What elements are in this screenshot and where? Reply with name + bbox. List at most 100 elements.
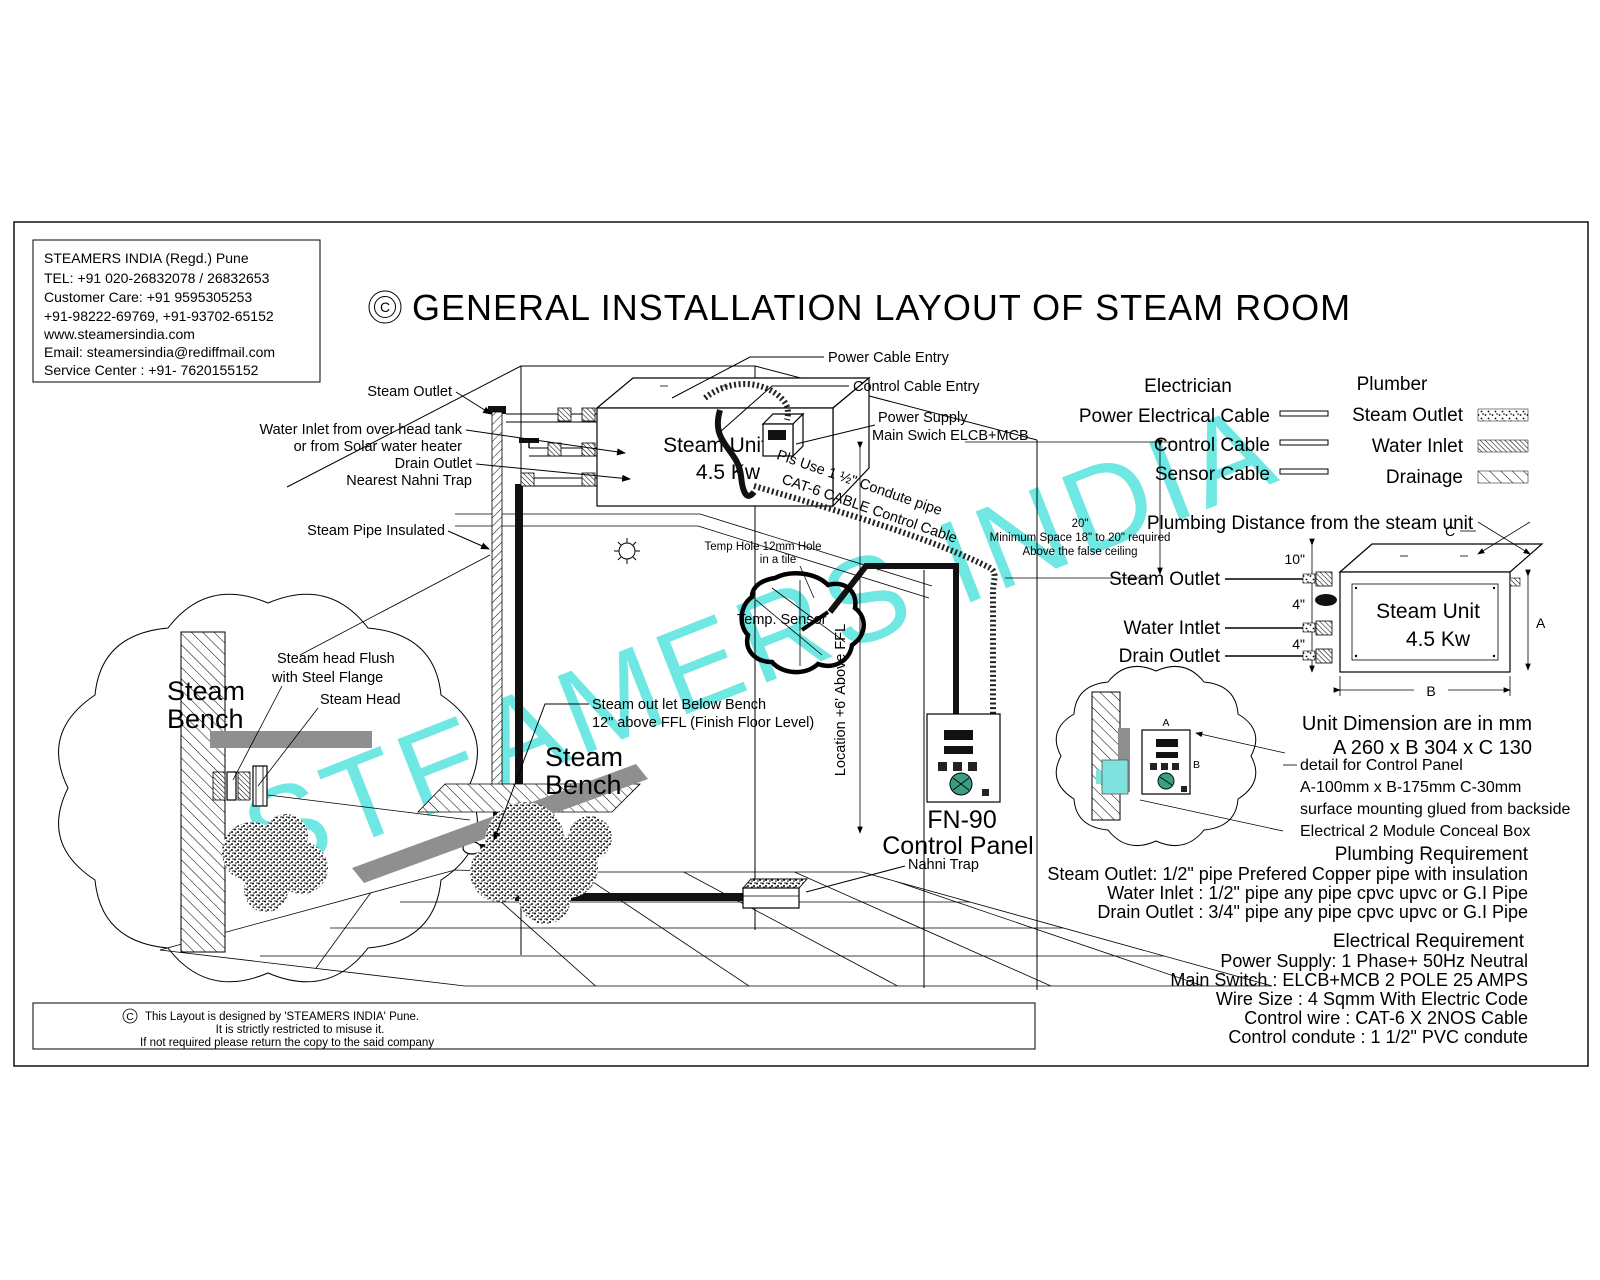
nahni-trap-fitting <box>741 878 809 909</box>
panel-dim-b: B <box>1193 759 1200 771</box>
page-title: GENERAL INSTALLATION LAYOUT OF STEAM ROO… <box>412 287 1351 328</box>
footer-line: If not required please return the copy t… <box>140 1037 434 1049</box>
detail-bubble-outlines <box>58 593 1257 983</box>
label-nahni-trap: Nahni Trap <box>908 857 979 873</box>
copyright-icon: C <box>380 299 390 315</box>
label-bubble-bench-1: Steam <box>167 676 245 706</box>
label-head-flush-2: with Steel Flange <box>271 670 383 686</box>
panel-detail-1: detail for Control Panel <box>1300 757 1463 774</box>
dim-c: C <box>1445 523 1455 539</box>
plumbing-req-line: Water Inlet : 1/2" pipe any pipe cpvc up… <box>1107 883 1528 903</box>
dim-4a: 4" <box>1292 596 1305 612</box>
plumbing-req-line: Drain Outlet : 3/4" pipe any pipe cpvc u… <box>1097 902 1528 922</box>
dim-4b: 4" <box>1292 636 1305 652</box>
label-drain-outlet-1: Drain Outlet <box>395 456 472 472</box>
electrical-req-title: Electrical Requirement <box>1333 931 1525 952</box>
label-panel-model: FN-90 <box>927 806 996 834</box>
label-location-ffl: Location +6' Above FFL <box>833 624 849 776</box>
plumbing-req-title: Plumbing Requirement <box>1335 844 1529 865</box>
power-cable <box>703 381 791 421</box>
dim-a: A <box>1536 615 1546 631</box>
legend-row: Control Cable <box>1154 435 1270 456</box>
plumbing-requirement: Plumbing Requirement Steam Outlet: 1/2" … <box>1047 844 1528 922</box>
panel-detail-3: surface mounting glued from backside <box>1300 801 1570 818</box>
electrical-req-line: Power Supply: 1 Phase+ 50Hz Neutral <box>1220 951 1528 971</box>
panel-dim-a: A <box>1162 717 1169 729</box>
label-temp-sensor: Temp. Sensor <box>737 612 827 628</box>
legend-plumber-title: Plumber <box>1357 374 1428 395</box>
detail-unit-power: 4.5 Kw <box>1406 628 1471 651</box>
unit-dims-note: Unit Dimension are in mm <box>1302 713 1532 735</box>
footer-line: This Layout is designed by 'STEAMERS IND… <box>145 1011 419 1023</box>
label-power-cable-entry: Power Cable Entry <box>828 350 950 366</box>
legend-row: Drainage <box>1386 467 1463 488</box>
label-panel-name: Control Panel <box>882 832 1033 860</box>
company-line: Email: steamersindia@rediffmail.com <box>44 344 275 360</box>
control-cable-loop <box>715 409 757 499</box>
detail-water-inlet: Water Intlet <box>1124 618 1221 639</box>
dim-b: B <box>1426 683 1435 699</box>
label-steam-outlet: Steam Outlet <box>367 384 452 400</box>
label-min-space-2: Above the false ceiling <box>1022 546 1137 558</box>
water-inlet-swatch <box>1477 439 1529 453</box>
unit-power: 4.5 Kw <box>696 461 761 484</box>
legend-row: Steam Outlet <box>1352 405 1464 426</box>
sheet-frame <box>13 221 1589 1067</box>
company-line: STEAMERS INDIA (Regd.) Pune <box>44 250 249 266</box>
panel-detail-4: Electrical 2 Module Conceal Box <box>1300 823 1530 840</box>
label-bubble-bench-2: Bench <box>167 704 244 734</box>
company-line: Service Center : +91- 7620155152 <box>44 362 259 378</box>
label-below-bench-2: 12" above FFL (Finish Floor Level) <box>592 715 814 731</box>
light-icon <box>614 538 640 564</box>
label-dim-20: 20" <box>1072 518 1089 530</box>
bubble-bench-detail <box>180 631 471 953</box>
electrical-req-line: Control condute : 1 1/2" PVC condute <box>1228 1027 1528 1047</box>
panel-detail-2: A-100mm x B-175mm C-30mm <box>1300 779 1521 796</box>
legend-row: Water Inlet <box>1372 436 1464 457</box>
label-power-supply-2: Main Swich ELCB+MCB <box>872 428 1029 444</box>
legend-row: Sensor Cable <box>1155 464 1270 485</box>
unit-distance-detail: Plumbing Distance from the steam unit 10… <box>1109 513 1546 759</box>
label-temp-hole-1: Temp Hole 12mm Hole <box>705 541 822 553</box>
electrical-requirement: Electrical Requirement Power Supply: 1 P… <box>1170 931 1528 1047</box>
leader-lines <box>232 356 906 893</box>
legend: Electrician Plumber Power Electrical Cab… <box>1079 374 1529 488</box>
panel-mounting-detail: A B detail for Control Panel A-100mm x B… <box>1091 691 1570 840</box>
label-room-bench-2: Bench <box>545 770 622 800</box>
sensor-cable-symbol <box>1279 468 1329 475</box>
fn90-control-panel <box>926 713 1001 803</box>
sheet-title: C GENERAL INSTALLATION LAYOUT OF STEAM R… <box>368 287 1351 328</box>
company-line: www.steamersindia.com <box>43 326 195 342</box>
company-line: +91-98222-69769, +91-93702-65152 <box>44 308 274 324</box>
temp-sensor-blob <box>739 571 866 675</box>
detail-steam-outlet: Steam Outlet <box>1109 569 1221 590</box>
plumbing-req-line: Steam Outlet: 1/2" pipe Prefered Copper … <box>1047 864 1528 884</box>
company-line: TEL: +91 020-26832078 / 26832653 <box>44 270 270 286</box>
detail-drain-outlet: Drain Outlet <box>1119 646 1221 667</box>
steam-outlet-swatch <box>1477 408 1529 422</box>
electrical-req-line: Control wire : CAT-6 X 2NOS Cable <box>1244 1008 1528 1028</box>
dim-10: 10" <box>1284 551 1305 567</box>
detail-title: Plumbing Distance from the steam unit <box>1147 513 1474 534</box>
label-steam-head: Steam Head <box>320 692 401 708</box>
label-min-space-1: Minimum Space 18" to 20" required <box>990 532 1171 544</box>
label-water-inlet-1: Water Inlet from over head tank <box>259 422 462 438</box>
footer-copyright-icon: C <box>126 1011 134 1023</box>
label-power-supply-1: Power Supply <box>878 410 968 426</box>
unit-dims-value: A 260 x B 304 x C 130 <box>1333 737 1532 759</box>
electrical-req-line: Main Switch : ELCB+MCB 2 POLE 25 AMPS <box>1170 970 1528 990</box>
main-switch-box <box>761 412 805 458</box>
company-line: Customer Care: +91 9595305253 <box>44 289 252 305</box>
label-control-cable-entry: Control Cable Entry <box>853 379 980 395</box>
label-steam-pipe: Steam Pipe Insulated <box>307 523 445 539</box>
detail-unit-name: Steam Unit <box>1376 600 1480 623</box>
legend-row: Power Electrical Cable <box>1079 406 1270 427</box>
power-cable-symbol <box>1279 410 1329 417</box>
unit-name: Steam Unit <box>663 434 767 457</box>
label-water-inlet-2: or from Solar water heater <box>294 439 463 455</box>
legend-electrician-title: Electrician <box>1144 376 1232 397</box>
drain-pipe-run <box>515 484 743 901</box>
label-below-bench-1: Steam out let Below Bench <box>592 697 766 713</box>
